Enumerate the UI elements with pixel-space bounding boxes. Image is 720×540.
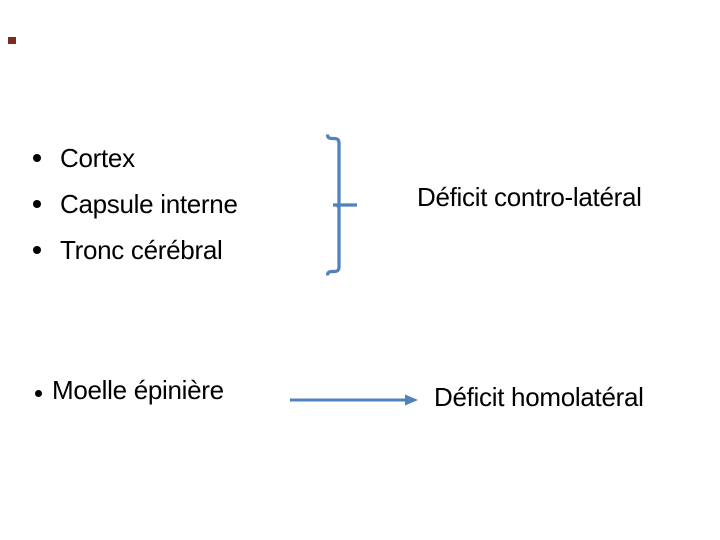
right-brace-icon xyxy=(325,134,357,276)
list-item-label: Tronc cérébral xyxy=(60,235,223,265)
right-arrow-icon xyxy=(290,394,418,406)
bullet-icon xyxy=(35,389,42,397)
list-item-label: Capsule interne xyxy=(60,189,238,219)
homolateral-deficit-label: Déficit homolatéral xyxy=(434,382,644,412)
list-item: Tronc cérébral xyxy=(33,237,238,263)
contralateral-deficit-label: Déficit contro-latéral xyxy=(417,182,642,212)
corner-marker xyxy=(8,37,16,44)
list-item: Capsule interne xyxy=(33,191,238,217)
list-item: Cortex xyxy=(33,145,238,171)
bullet-icon xyxy=(33,246,41,254)
central-lesion-list: Cortex Capsule interne Tronc cérébral xyxy=(33,145,238,263)
list-item-label: Cortex xyxy=(60,143,135,173)
bullet-icon xyxy=(33,154,41,162)
bullet-icon xyxy=(33,200,41,208)
spinal-item-row: Moelle épinière xyxy=(35,377,224,403)
spinal-item-label: Moelle épinière xyxy=(52,375,224,405)
